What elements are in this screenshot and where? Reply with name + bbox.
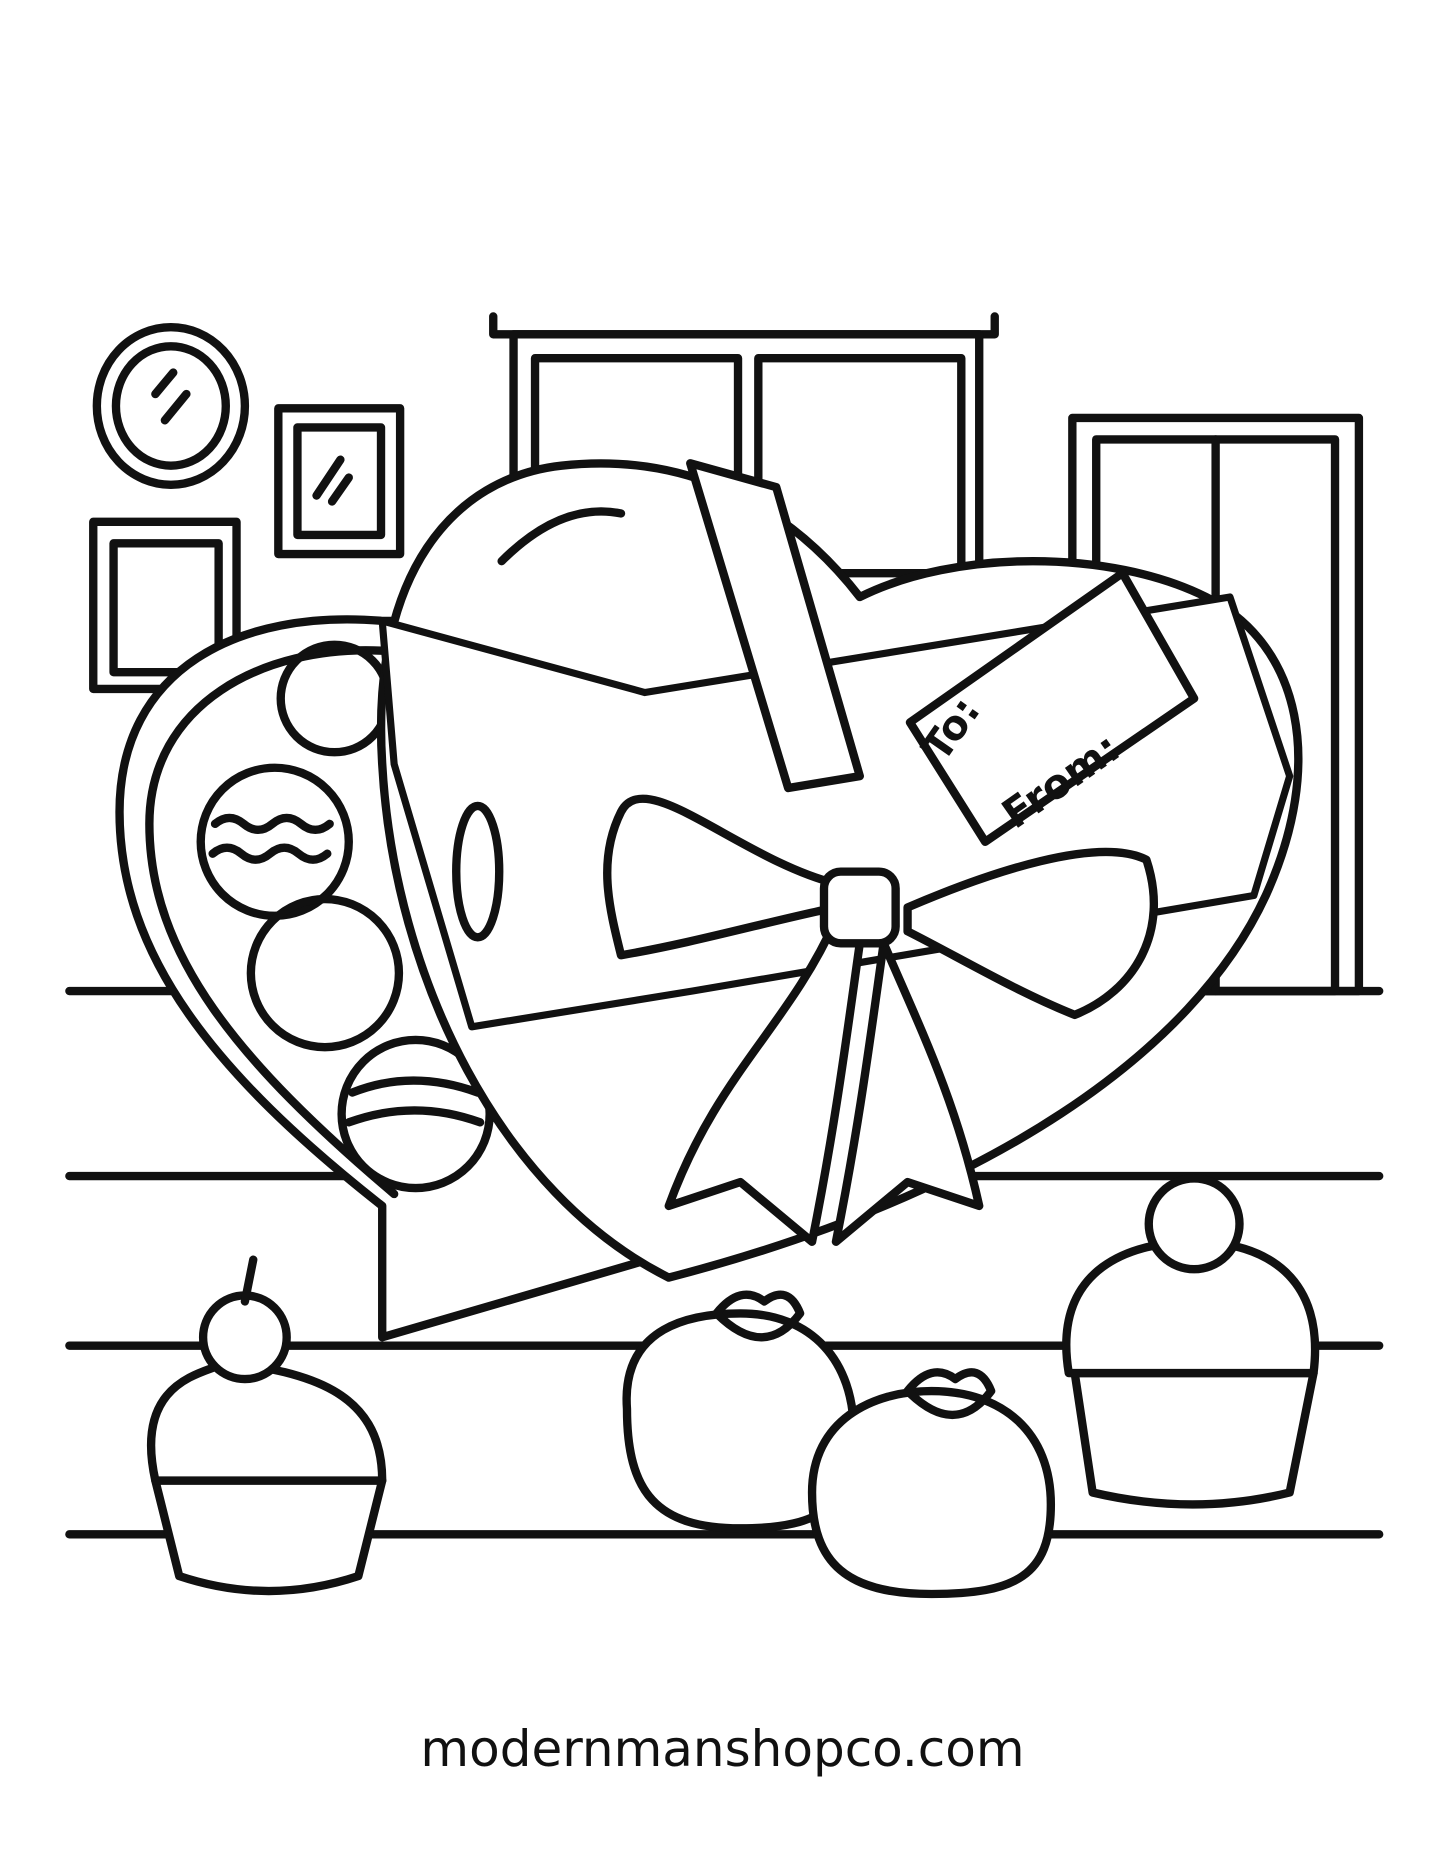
cupcake-left (146, 1255, 387, 1596)
small-picture-frame (274, 404, 405, 559)
footer-website: modernmanshopco.com (420, 1720, 1025, 1778)
cupcake-right (1062, 1174, 1320, 1509)
round-mirror (92, 322, 250, 489)
ribbon-bow (603, 794, 1158, 1246)
truffle-right (807, 1368, 1056, 1599)
